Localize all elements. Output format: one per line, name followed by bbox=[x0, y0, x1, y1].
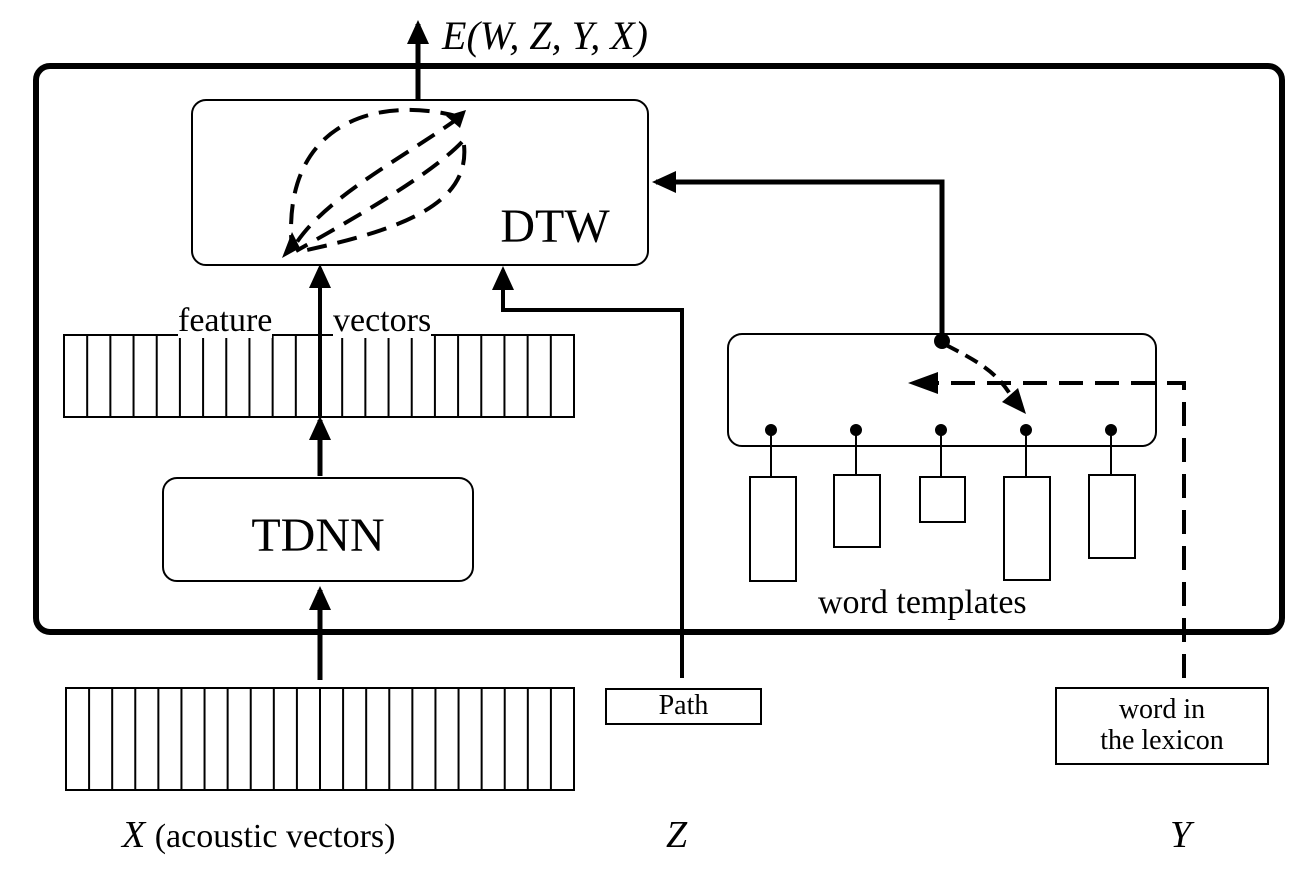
path-input-label: Path bbox=[658, 690, 709, 722]
selector-dotted-arrowhead bbox=[1002, 388, 1026, 414]
templates-to-dtw-line bbox=[652, 171, 945, 340]
word-input-line2: the lexicon bbox=[1100, 725, 1224, 756]
word-input-label: word in the lexicon bbox=[1056, 688, 1268, 764]
tdnn-module bbox=[162, 477, 474, 582]
z-variable-label: Z bbox=[666, 814, 688, 856]
selector-dotted-arrow bbox=[945, 343, 1018, 405]
energy-output-label: E(W, Z, Y, X) bbox=[442, 16, 648, 56]
word-templates-label: word templates bbox=[818, 584, 1027, 621]
dtw-warp-arrowhead bbox=[282, 232, 300, 258]
x-symbol: X bbox=[122, 814, 146, 856]
word-template-box bbox=[749, 476, 797, 582]
energy-symbol: E bbox=[442, 13, 467, 58]
y-variable-label: Y bbox=[1170, 814, 1192, 856]
word-template-box bbox=[919, 476, 966, 523]
word-template-box bbox=[833, 474, 881, 548]
dtw-label: DTW bbox=[500, 199, 610, 253]
word-template-box bbox=[1088, 474, 1136, 559]
tdnn-label: TDNN bbox=[251, 508, 385, 562]
strip-divider-lines bbox=[86, 335, 552, 790]
path-input-box bbox=[605, 688, 762, 725]
word-input-box bbox=[1055, 687, 1269, 765]
word-input-line1: word in bbox=[1118, 694, 1206, 726]
x-description: (acoustic vectors) bbox=[154, 818, 396, 855]
word-template-box bbox=[1003, 476, 1051, 581]
path-to-dtw-line bbox=[492, 266, 684, 678]
x-variable-label: X (acoustic vectors) bbox=[122, 816, 395, 854]
lexicon-to-selector-line bbox=[935, 381, 1186, 678]
lexicon-arrowhead bbox=[908, 372, 938, 394]
dtw-warp-paths bbox=[289, 107, 467, 254]
word-template-pins bbox=[765, 424, 1117, 477]
dtw-module bbox=[191, 99, 649, 266]
word-template-boxes bbox=[749, 474, 1136, 582]
system-boundary bbox=[33, 63, 1285, 635]
feature-label: feature bbox=[178, 302, 273, 339]
energy-args: (W, Z, Y, X) bbox=[466, 13, 648, 58]
vectors-label: vectors bbox=[333, 302, 432, 339]
dtw-warp-arrowhead-top bbox=[446, 110, 466, 128]
